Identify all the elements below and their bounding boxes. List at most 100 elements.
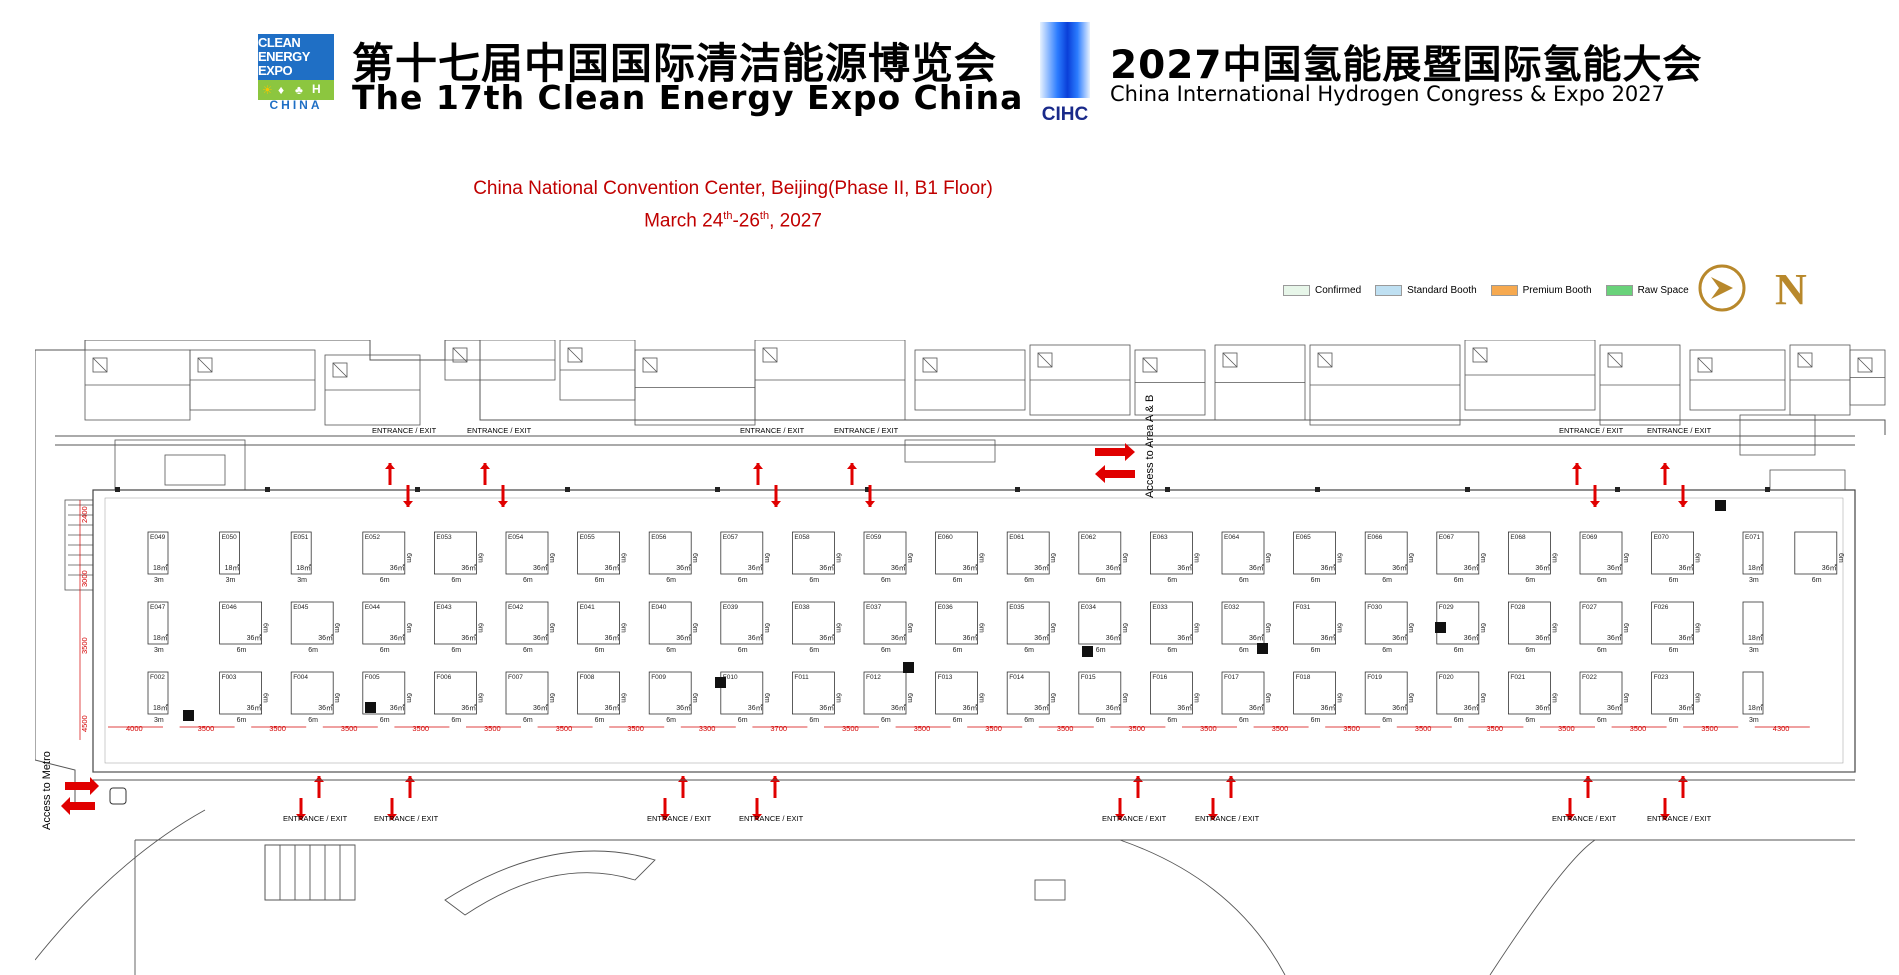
booth-width: 6m [237, 647, 247, 654]
entrance: ENTRANCE / EXIT [1195, 776, 1260, 823]
booth-area: 36㎡ [1177, 564, 1192, 572]
pillar [715, 677, 726, 688]
aisle-dim: 3500 [1128, 724, 1145, 733]
booth-code: E057 [723, 534, 739, 541]
booth-width: 6m [380, 647, 390, 654]
booth-width: 3m [154, 717, 164, 724]
arrow-icon [387, 814, 397, 820]
booth-area: 36㎡ [1607, 564, 1622, 572]
drop-icon: ♦ [278, 83, 285, 97]
booth-width: 6m [666, 647, 676, 654]
booth-width: 6m [1096, 577, 1106, 584]
booth [792, 531, 835, 575]
north-indicator: N [1775, 265, 1807, 314]
logo-line-energy: ENERGY [258, 49, 310, 64]
booth-area: 36㎡ [390, 634, 405, 642]
booth-code: F013 [938, 674, 953, 681]
booth-depth: 6m [978, 553, 985, 563]
booth-area: 36㎡ [1034, 634, 1049, 642]
booth [505, 601, 549, 645]
booth-depth: 6m [1694, 553, 1701, 563]
booth-width: 3m [297, 577, 307, 584]
booth-code: F009 [651, 674, 666, 681]
booth-width: 6m [738, 577, 748, 584]
booth-depth: 6m [405, 623, 412, 633]
access-area-label: Access to Area A & B [1144, 395, 1156, 498]
pillar [1435, 622, 1446, 633]
booth [147, 531, 169, 575]
booth-width: 6m [666, 577, 676, 584]
access-arrow-left-icon [1095, 465, 1135, 483]
booth-code: E065 [1296, 534, 1312, 541]
booth-area: 36㎡ [748, 634, 763, 642]
booth-depth: 6m [1550, 553, 1557, 563]
aisle-dim: 3500 [842, 724, 859, 733]
booth-code: F012 [866, 674, 881, 681]
aisle-dim: 3500 [1057, 724, 1074, 733]
legend-label-premium-booth: Premium Booth [1522, 284, 1592, 296]
dates-middle: -26 [732, 210, 760, 232]
booth [1221, 531, 1265, 575]
dates-line: March 24th-26th, 2027 [0, 210, 1466, 232]
booth-area: 36㎡ [963, 564, 978, 572]
column [265, 487, 270, 492]
booth [433, 601, 477, 645]
booth-width: 3m [154, 577, 164, 584]
booth-code: F019 [1367, 674, 1382, 681]
arrow-icon [660, 814, 670, 820]
stair-icon [922, 357, 938, 373]
stair-icon-diag [1607, 352, 1623, 368]
booth-area: 36㎡ [891, 564, 906, 572]
booth-code: F028 [1510, 604, 1525, 611]
stair-icon-diag [1472, 347, 1488, 363]
stair-icon [1697, 357, 1713, 373]
booth-code: E036 [938, 604, 954, 611]
entrance: ENTRANCE / EXIT [1647, 776, 1712, 823]
booth-width: 6m [1096, 717, 1106, 724]
lower-lift [1034, 879, 1066, 901]
stair-icon [1472, 347, 1488, 363]
booth-code: E052 [365, 534, 381, 541]
booth-area: 36㎡ [1177, 704, 1192, 712]
booth-depth: 6m [1407, 693, 1414, 703]
booth-width: 6m [953, 647, 963, 654]
booth-code: F030 [1367, 604, 1382, 611]
legend-label-standard-booth: Standard Booth [1407, 284, 1477, 296]
logo-line-expo: EXPO [258, 63, 293, 78]
booth-depth: 6m [1121, 693, 1128, 703]
vertical-dim: 4500 [80, 715, 89, 732]
booth-area: 36㎡ [1535, 634, 1550, 642]
booth [1579, 531, 1623, 575]
booth-depth: 6m [620, 623, 627, 633]
booth-area: 36㎡ [963, 704, 978, 712]
arrow-icon [480, 463, 490, 469]
booth-width: 6m [1812, 577, 1822, 584]
booth-depth: 6m [620, 553, 627, 563]
booth-code: F023 [1654, 674, 1669, 681]
booth-depth: 6m [1622, 623, 1629, 633]
escalator-centre [904, 439, 996, 463]
hydrogen-icon: H [312, 82, 321, 96]
booth-depth: 6m [405, 693, 412, 703]
booth-width: 6m [666, 717, 676, 724]
booth-width: 6m [451, 577, 461, 584]
booth-code: E045 [293, 604, 309, 611]
stair-icon [1607, 352, 1623, 368]
arrow-icon [405, 776, 415, 782]
booth-width: 6m [1382, 717, 1392, 724]
booth-area: 36㎡ [1249, 634, 1264, 642]
booth-width: 6m [1311, 647, 1321, 654]
column [1165, 487, 1170, 492]
booth-width: 6m [881, 577, 891, 584]
booth-depth: 6m [1336, 623, 1343, 633]
booth-depth: 6m [1622, 553, 1629, 563]
booth-area: 36㎡ [819, 634, 834, 642]
booth-code: E049 [150, 534, 166, 541]
booth-width: 6m [380, 717, 390, 724]
cihc-logo: CIHC [1035, 22, 1095, 127]
booth-depth: 6m [1121, 553, 1128, 563]
ramp-left [444, 850, 656, 916]
booth-depth: 6m [1192, 553, 1199, 563]
booth-area: 36㎡ [605, 704, 620, 712]
entrance-label: ENTRANCE / EXIT [1647, 814, 1712, 823]
